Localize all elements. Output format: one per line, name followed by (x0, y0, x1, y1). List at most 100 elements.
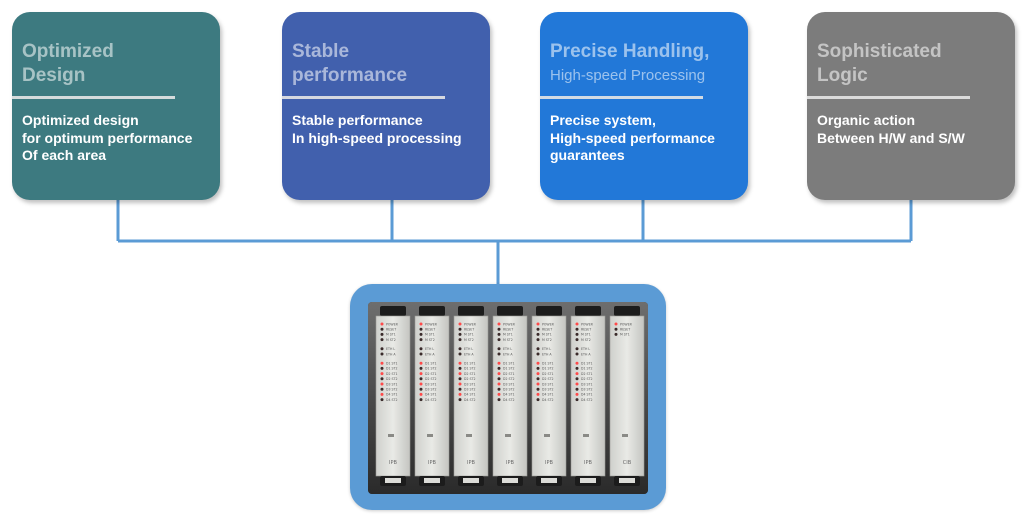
led-label: D2 ST2 (386, 377, 398, 381)
card-title-line1: Optimized (22, 41, 114, 62)
status-led (575, 352, 579, 356)
led-label: D3 ST2 (425, 388, 437, 392)
module-bottom-tab (619, 478, 635, 483)
led-label: D1 ST2 (464, 367, 476, 371)
module-panel (414, 315, 450, 477)
status-led (536, 382, 540, 386)
module-marking (427, 434, 433, 437)
card-desc-line: Stable performance (292, 112, 423, 128)
status-led (419, 398, 423, 402)
status-led (419, 377, 423, 381)
status-led (419, 366, 423, 370)
led-label: ETH A (581, 352, 591, 356)
card-title-line1: Precise Handling, (550, 41, 710, 62)
card-desc-line: for optimum performance (22, 129, 193, 146)
module-bottom-tab (502, 478, 518, 483)
status-led (497, 366, 501, 370)
module-bottom-tab (385, 478, 401, 483)
module-top-latch (614, 306, 640, 316)
status-led (575, 372, 579, 376)
led-label: ETH L (542, 347, 551, 351)
led-label: D1 ST2 (386, 367, 398, 371)
status-led (536, 361, 540, 365)
led-label: POWER (503, 322, 516, 326)
module-marking (388, 434, 394, 437)
status-led (497, 372, 501, 376)
module-panel (570, 315, 606, 477)
card-title-line1: Sophisticated (817, 41, 942, 62)
status-led (497, 352, 501, 356)
status-led (575, 366, 579, 370)
led-label: RESET (581, 328, 591, 332)
status-led (380, 322, 384, 326)
led-label: POWER (425, 322, 438, 326)
card-title: Stable performance (292, 40, 407, 88)
card-description: Optimized design for optimum performance… (22, 112, 192, 165)
led-label: RESET (386, 328, 396, 332)
module-top-latch (575, 306, 601, 316)
led-label: ETH L (503, 347, 512, 351)
module-label: IPB (584, 460, 592, 466)
status-led (575, 332, 579, 336)
status-led (380, 327, 384, 331)
led-label: M ST1 (620, 333, 630, 337)
led-label: D4 ST2 (503, 398, 515, 402)
led-label: D3 ST2 (542, 388, 554, 392)
led-label: M ST1 (386, 333, 396, 337)
led-label: D2 ST1 (464, 372, 476, 376)
module-panel (531, 315, 567, 477)
led-label: D2 ST2 (503, 377, 515, 381)
status-led (536, 392, 540, 396)
module-top-latch (497, 306, 523, 316)
led-label: ETH A (503, 352, 513, 356)
module-panel (492, 315, 528, 477)
led-label: D4 ST1 (425, 393, 437, 397)
card-title: Sophisticated Logic (817, 40, 942, 88)
card-desc-line: guarantees (550, 147, 625, 163)
led-label: RESET (503, 328, 513, 332)
led-label: D2 ST1 (425, 372, 437, 376)
status-led (380, 377, 384, 381)
led-label: ETH L (425, 347, 434, 351)
status-led (614, 332, 618, 336)
led-label: D4 ST1 (464, 393, 476, 397)
status-led (458, 372, 462, 376)
status-led (497, 332, 501, 336)
status-led (458, 322, 462, 326)
card-title: Precise Handling, High-speed Processing (550, 40, 709, 88)
module-bottom-tab (541, 478, 557, 483)
led-label: M ST2 (542, 338, 552, 342)
status-led (497, 377, 501, 381)
status-led (497, 392, 501, 396)
led-label: D2 ST2 (581, 377, 593, 381)
card-title-line2: High-speed Processing (550, 67, 706, 84)
led-label: ETH L (386, 347, 395, 351)
led-label: D1 ST2 (503, 367, 515, 371)
status-led (380, 398, 384, 402)
card-divider (540, 96, 703, 99)
led-label: D3 ST1 (464, 382, 476, 386)
status-led (497, 338, 501, 342)
status-led (458, 352, 462, 356)
status-led (575, 347, 579, 351)
card-title-line1: Stable (292, 41, 350, 62)
led-label: D4 ST2 (386, 398, 398, 402)
led-label: ETH L (464, 347, 473, 351)
status-led (458, 398, 462, 402)
module-marking (544, 434, 550, 437)
status-led (575, 398, 579, 402)
card-description: Stable performance In high-speed process… (292, 112, 462, 147)
led-label: D3 ST1 (386, 382, 398, 386)
led-label: D4 ST1 (542, 393, 554, 397)
card-title-line2: Logic (817, 65, 868, 86)
status-led (380, 392, 384, 396)
card-title-line2: performance (292, 65, 408, 86)
module-bottom-tab (580, 478, 596, 483)
